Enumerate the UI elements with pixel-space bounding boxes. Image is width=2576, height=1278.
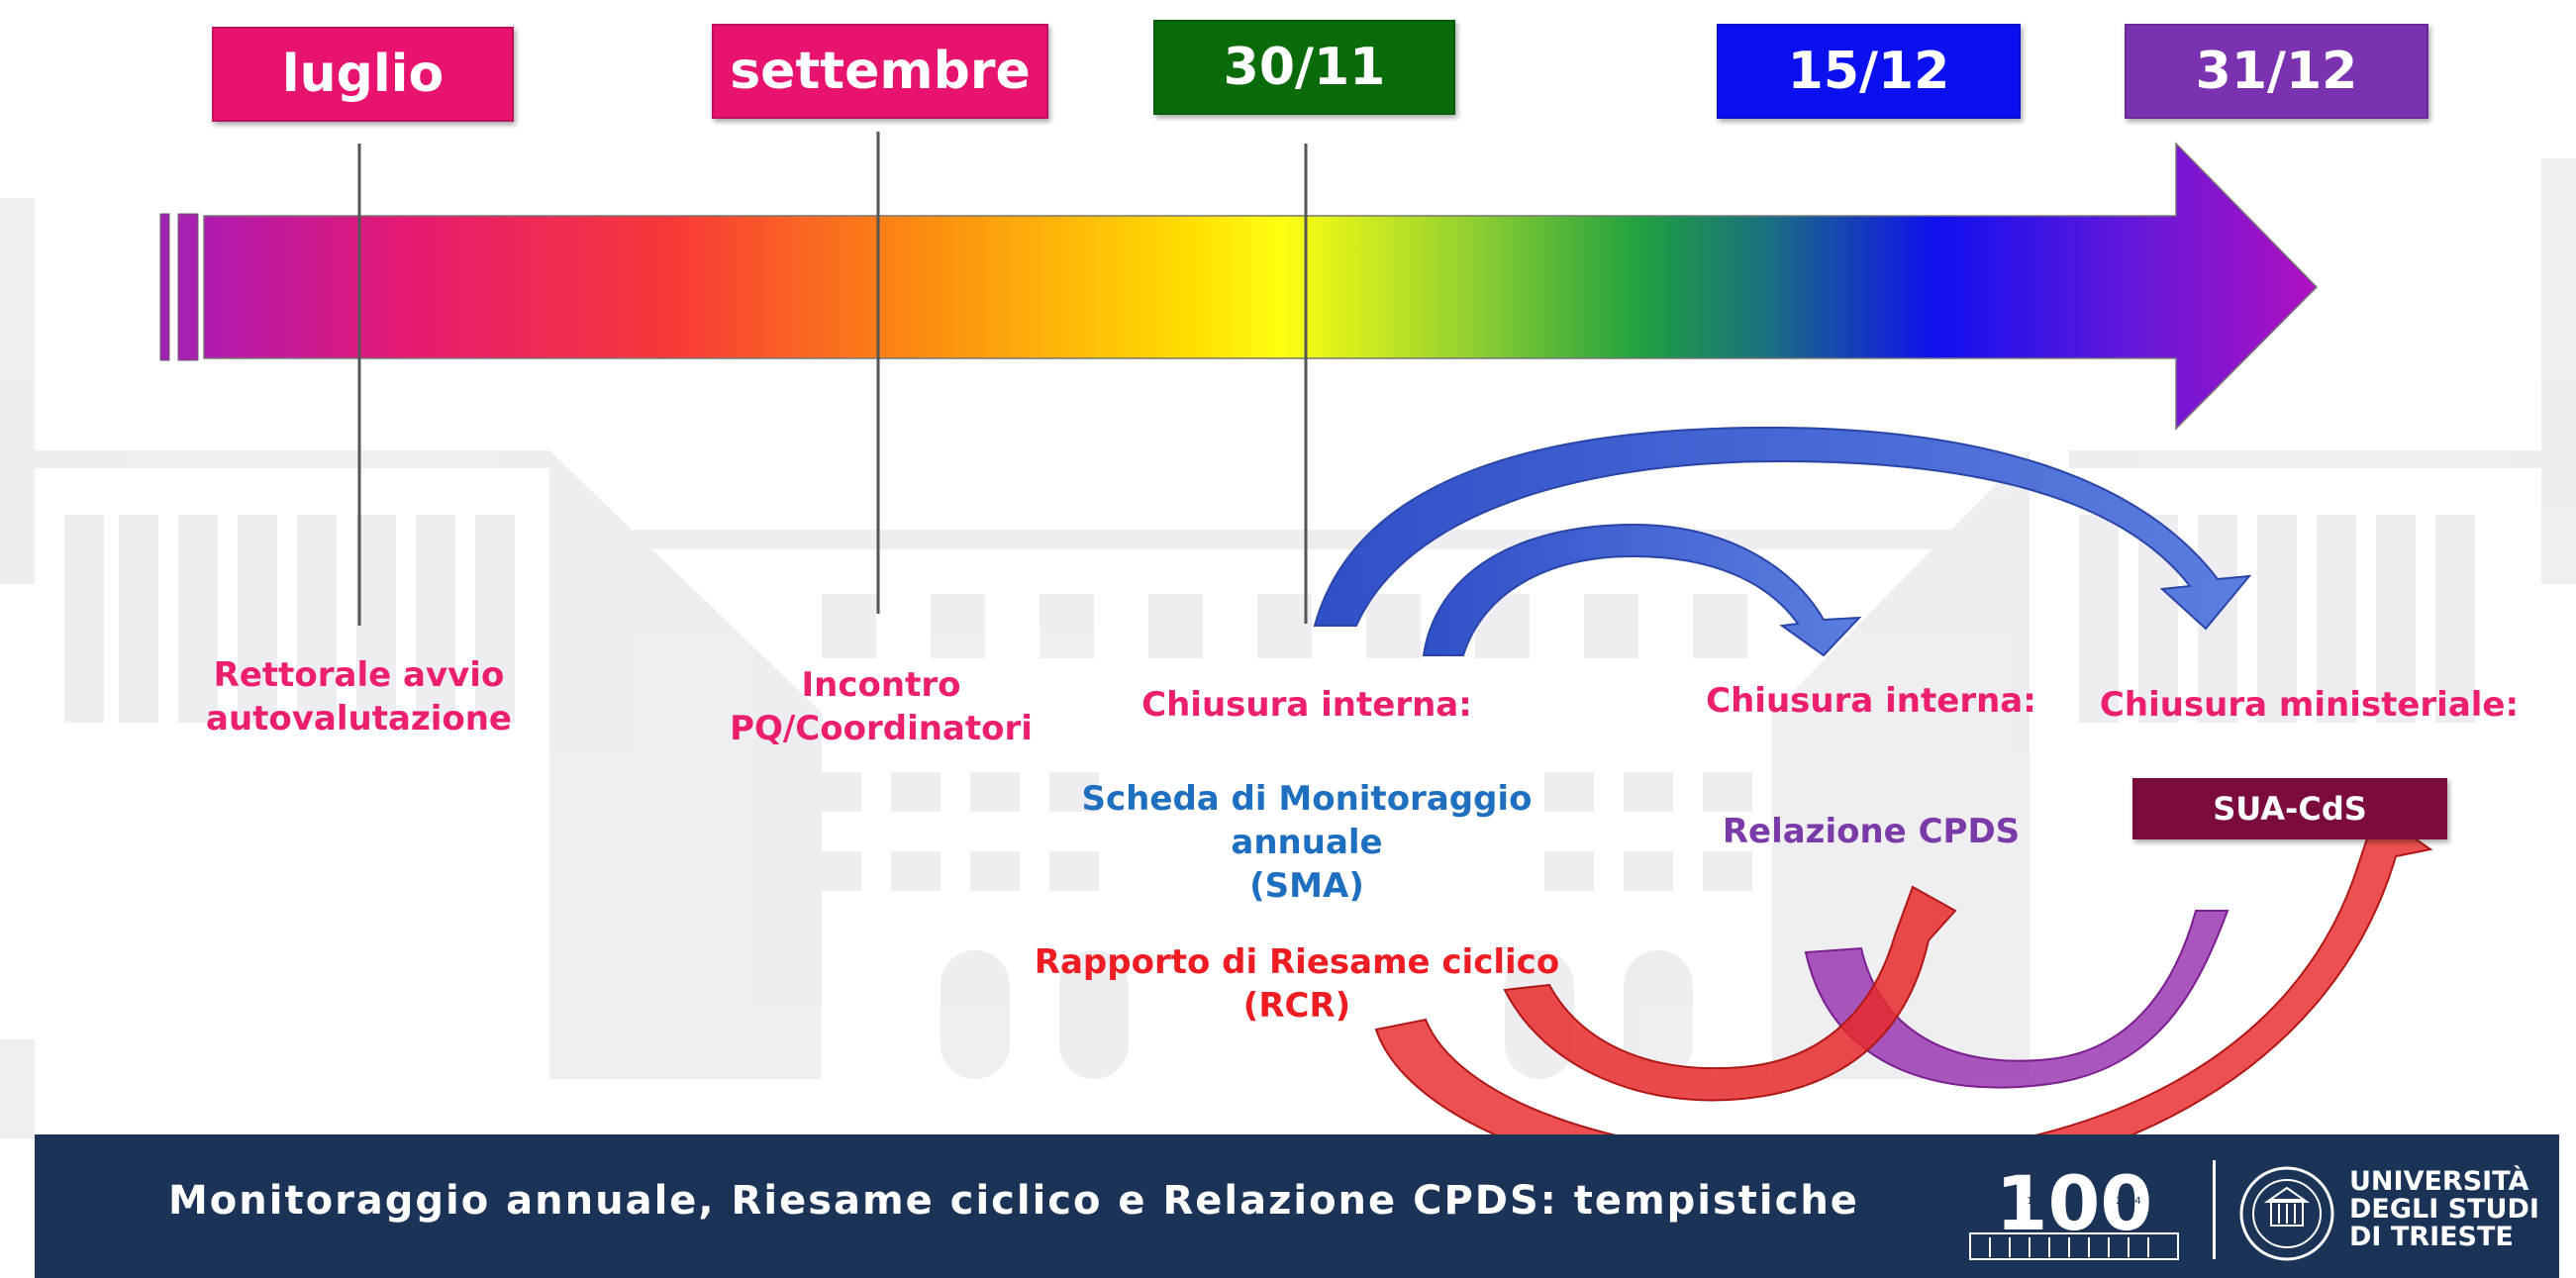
- event-line: Incontro: [801, 665, 961, 705]
- date-label: 31/12: [2195, 42, 2358, 101]
- event-incontro: Incontro PQ/Coordinatori: [683, 663, 1079, 750]
- event-rettorale: Rettorale avvio autovalutazione: [178, 653, 540, 740]
- event-line: PQ/Coordinatori: [730, 709, 1033, 749]
- date-label: 15/12: [1787, 42, 1950, 101]
- red-arc-arrow-small: [1503, 885, 1957, 1102]
- event-chiusura-ministeriale: Chiusura ministeriale:: [2099, 685, 2520, 725]
- event-line: (RCR): [1242, 986, 1351, 1027]
- university-name-line: DI TRIESTE: [2349, 1222, 2514, 1252]
- event-line: annuale: [1231, 823, 1383, 863]
- date-label: 30/11: [1223, 38, 1386, 97]
- university-seal-icon: [2239, 1166, 2334, 1261]
- event-line: Rapporto di Riesame ciclico: [1034, 942, 1560, 982]
- date-box-luglio: luglio: [212, 27, 514, 122]
- date-box-31-12: 31/12: [2125, 24, 2428, 119]
- university-name-line: DEGLI STUDI: [2349, 1194, 2539, 1225]
- timeline-arrow: [203, 142, 2319, 431]
- footer-bar: Monitoraggio annuale, Riesame ciclico e …: [35, 1134, 2559, 1278]
- blue-arc-arrow-large: [1313, 426, 2252, 631]
- arrow-stripe: [177, 213, 199, 361]
- event-sma: Scheda di Monitoraggio annuale (SMA): [1049, 777, 1564, 909]
- date-box-15-12: 15/12: [1717, 24, 2021, 119]
- university-name-line: UNIVERSITÀ: [2349, 1166, 2529, 1197]
- arrow-stripe: [159, 213, 170, 361]
- event-line: Scheda di Monitoraggio: [1081, 779, 1533, 819]
- date-label: luglio: [281, 45, 445, 104]
- event-line: autovalutazione: [206, 699, 512, 739]
- event-chiusura-interna-1: Chiusura interna:: [1141, 685, 1472, 725]
- event-line: (SMA): [1249, 866, 1364, 907]
- date-box-settembre: settembre: [712, 24, 1048, 119]
- date-label: settembre: [730, 42, 1031, 101]
- centenary-year-start: 1924: [2027, 1196, 2051, 1207]
- purple-arc-arrow: [1804, 910, 2229, 1089]
- event-rcr: Rapporto di Riesame ciclico (RCR): [1010, 940, 1584, 1028]
- logo-divider: [2213, 1160, 2216, 1259]
- university-name: UNIVERSITÀ DEGLI STUDI DI TRIESTE: [2349, 1168, 2539, 1251]
- date-box-30-11: 30/11: [1153, 20, 1455, 115]
- event-line: Rettorale avvio: [213, 655, 505, 695]
- centenary-year-end: 2024: [2116, 1196, 2140, 1207]
- blue-arc-arrow-small: [1422, 523, 1862, 657]
- event-chiusura-interna-2: Chiusura interna:: [1706, 681, 2036, 721]
- event-relazione-cpds: Relazione CPDS: [1722, 812, 2021, 851]
- centenary-logo: 100 1924 2024: [1969, 1164, 2179, 1260]
- sua-cds-box: SUA-CdS: [2132, 778, 2447, 839]
- footer-title: Monitoraggio annuale, Riesame ciclico e …: [168, 1178, 1859, 1224]
